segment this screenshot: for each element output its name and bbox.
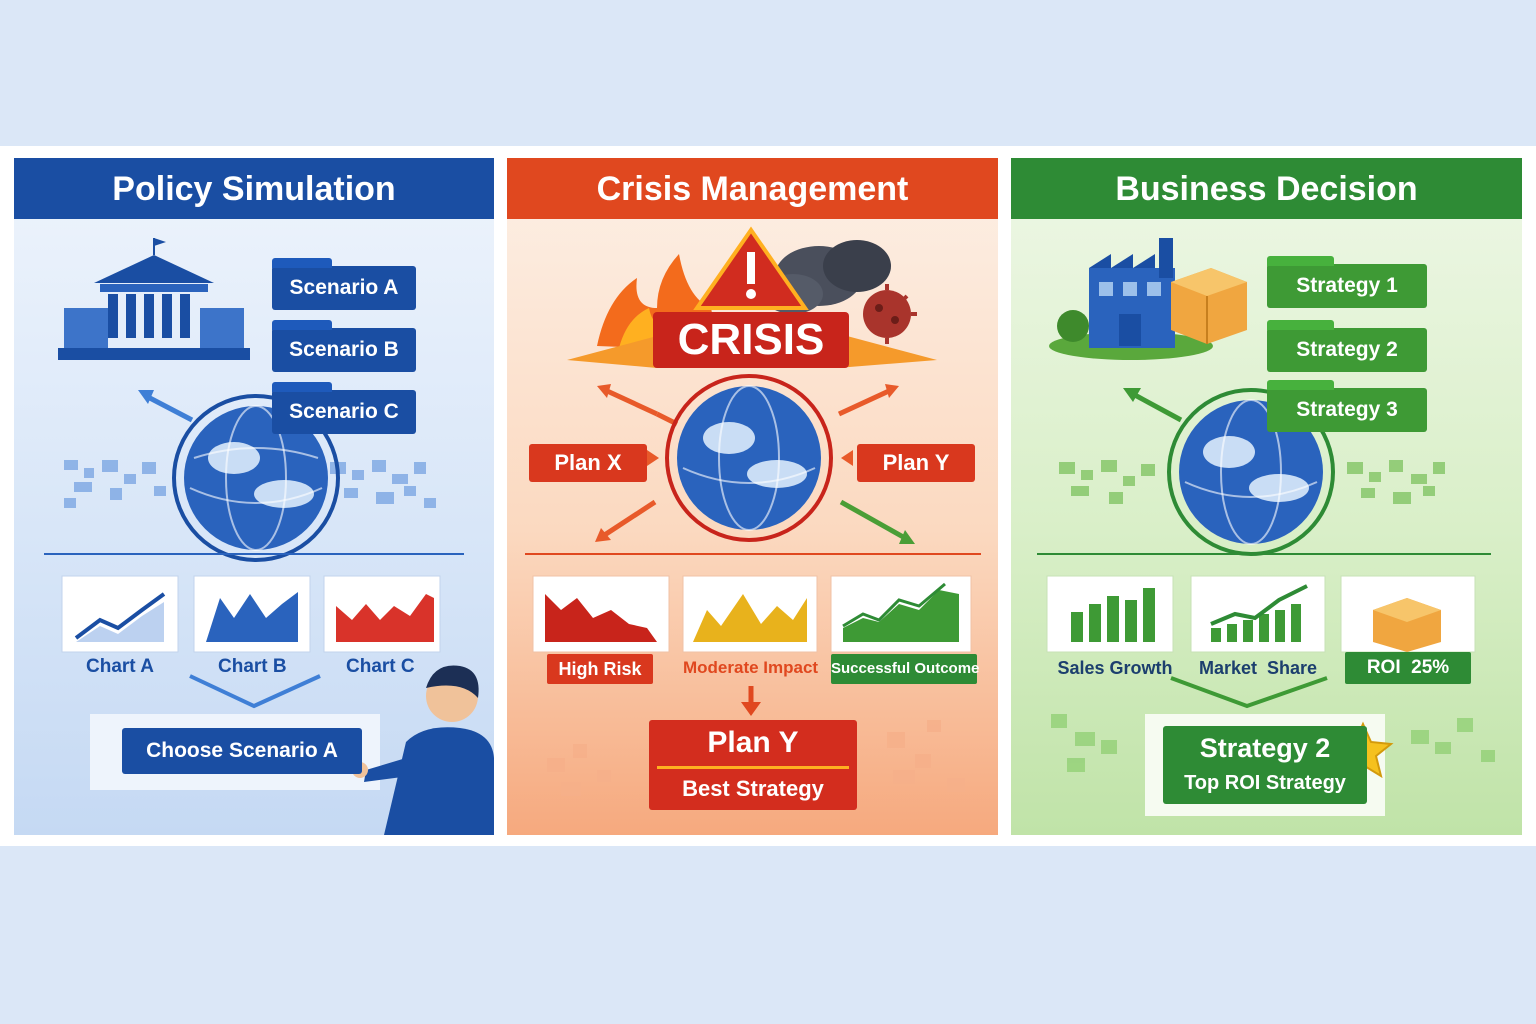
result-title: Strategy 2 — [1199, 733, 1331, 763]
roi-tag: ROI 25% — [1345, 652, 1471, 684]
chart-c-label: Chart C — [346, 656, 415, 677]
strategy-3-folder[interactable]: Strategy 3 — [1267, 388, 1427, 432]
market-share-label: Market Share — [1198, 658, 1318, 678]
result-box: Strategy 2 Top ROI Strategy — [1163, 726, 1367, 804]
crisis-management-panel: Crisis Management CRISIS Plan X Plan Y H… — [507, 158, 998, 835]
result-box: Plan Y Best Strategy — [649, 720, 857, 810]
strategy-2-folder[interactable]: Strategy 2 — [1267, 328, 1427, 372]
chart-a-label: Chart A — [86, 656, 154, 677]
plan-x-tag[interactable]: Plan X — [529, 444, 647, 482]
result-subtitle: Top ROI Strategy — [1184, 772, 1346, 794]
result-subtitle: Best Strategy — [682, 776, 824, 801]
result-title: Plan Y — [707, 726, 799, 759]
result-divider — [657, 766, 849, 769]
scenario-c-folder[interactable]: Scenario C — [272, 390, 416, 434]
globe-icon — [665, 374, 833, 542]
policy-illustration — [44, 238, 494, 835]
moderate-impact-label: Moderate Impact — [683, 658, 819, 677]
chart-b-label: Chart B — [218, 656, 287, 677]
warning-icon — [693, 226, 809, 310]
high-risk-tag: High Risk — [547, 654, 653, 684]
crisis-label: CRISIS — [677, 315, 825, 364]
policy-simulation-panel: Policy Simulation Scenario A Scenario B … — [14, 158, 494, 835]
scenario-b-folder[interactable]: Scenario B — [272, 328, 416, 372]
choose-scenario-button[interactable]: Choose Scenario A — [122, 728, 362, 774]
factory-icon — [1049, 238, 1213, 360]
panel-title: Crisis Management — [507, 158, 998, 219]
crisis-illustration — [525, 226, 981, 796]
globe-icon — [1167, 388, 1335, 556]
strategy-1-folder[interactable]: Strategy 1 — [1267, 264, 1427, 308]
globe-icon — [172, 394, 340, 562]
government-building-icon — [58, 238, 250, 360]
sales-growth-label: Sales Growth — [1057, 658, 1173, 678]
successful-outcome-tag: Successful Outcome — [831, 654, 979, 684]
virus-icon — [863, 284, 917, 344]
plan-y-tag[interactable]: Plan Y — [857, 444, 975, 482]
scenario-a-folder[interactable]: Scenario A — [272, 266, 416, 310]
business-decision-panel: Business Decision Strategy 1 Strategy 2 … — [1011, 158, 1522, 835]
panel-title: Business Decision — [1011, 158, 1522, 219]
box-icon — [1171, 268, 1247, 344]
panel-title: Policy Simulation — [14, 158, 494, 219]
